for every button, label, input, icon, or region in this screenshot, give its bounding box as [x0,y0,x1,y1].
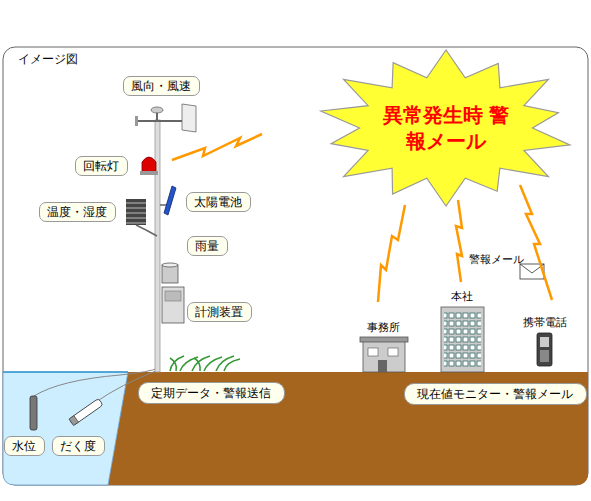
ground [3,372,588,485]
label-text: だく度 [60,439,97,453]
pole [155,120,160,372]
label-text: 風向・風速 [131,79,192,93]
solar-panel [160,186,176,215]
water [3,372,128,485]
headquarters-building [441,307,484,372]
label-text: 太陽電池 [194,195,243,209]
grass [170,356,240,371]
sensor-label: 計測装置 [187,302,252,322]
function-label: 定期データ・警報送信 [138,382,285,404]
mail-label: 警報メール [469,252,524,267]
sensor-label: 風向・風速 [123,76,200,96]
mobile-phone [537,333,552,366]
sensor-label: 温度・湿度 [39,202,116,222]
radiation-shield [126,199,157,236]
label-text: 雨量 [195,239,220,253]
rotating-beacon [140,157,158,175]
water-surface [3,371,128,373]
figure-label: イメージ図 [18,51,78,68]
function-label: 現在値モニター・警報メール [404,383,587,405]
water-level-sensor [30,396,37,430]
wind-vane [135,104,196,132]
alert-text: 異常発生時 警報メール [381,102,511,154]
office-building [360,337,408,372]
sensor-label: 回転灯 [75,156,128,176]
sensor-label: 太陽電池 [186,192,251,212]
rain-gauge [162,263,178,283]
starburst-shape [313,48,579,208]
turbidity-sensor [69,398,103,425]
starburst-outline [321,50,570,206]
label-text: 定期データ・警報送信 [151,386,272,400]
label-text: 水位 [12,439,37,453]
sensor-label: 水位 [4,436,45,456]
label-text: 現在値モニター・警報メール [417,387,574,401]
frame [3,47,588,485]
measuring-unit [162,287,184,323]
building-label: 事務所 [367,320,400,335]
building-label: 本社 [451,289,473,304]
device-label: 携帯電話 [523,315,567,330]
sensor-label: だく度 [52,436,105,456]
label-text: 回転灯 [83,159,120,173]
alert-starburst: 異常発生時 警報メール [313,48,579,208]
sensor-label: 雨量 [187,236,228,256]
label-text: 計測装置 [195,305,244,319]
label-text: 温度・湿度 [47,205,108,219]
